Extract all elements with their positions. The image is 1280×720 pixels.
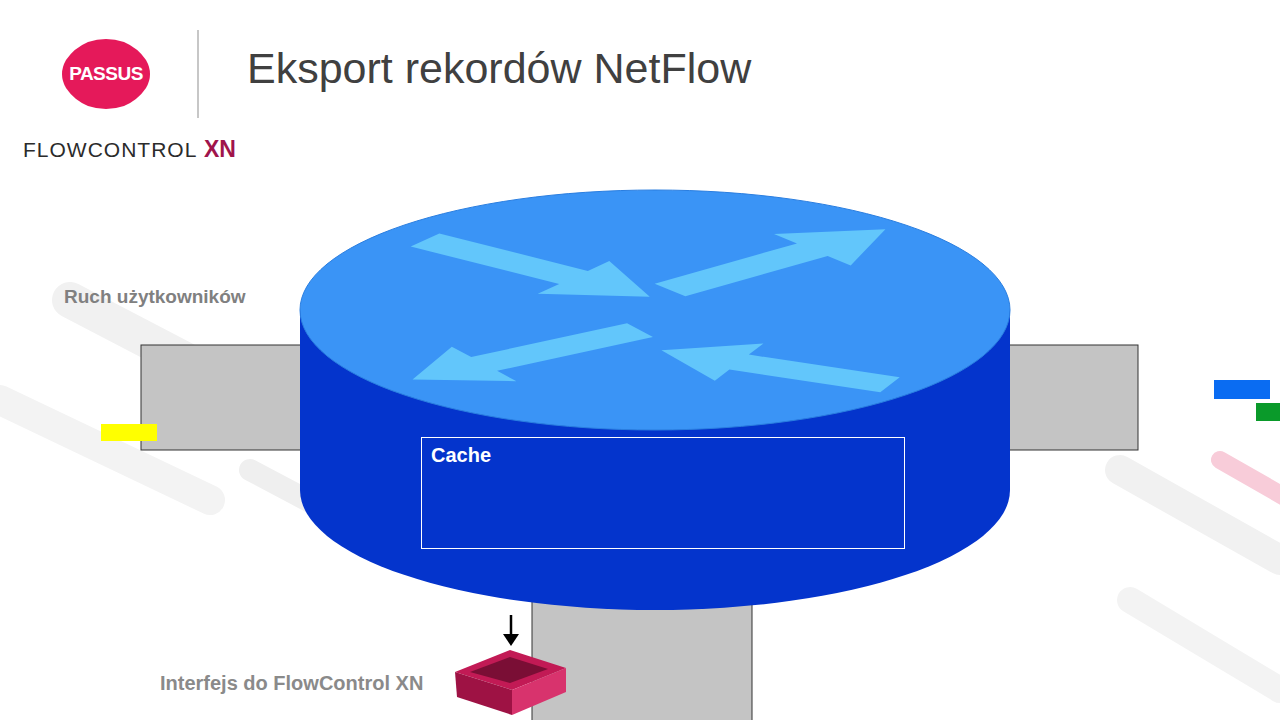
interface-label: Interfejs do FlowControl XN [160, 672, 423, 695]
router-top [300, 190, 1010, 430]
router-arrows [380, 213, 924, 403]
box-label: Cache [431, 444, 895, 467]
cache-box: Cache [421, 437, 905, 549]
packet [101, 424, 157, 441]
packet [1256, 403, 1280, 421]
logo-badge: PASSUS [58, 38, 154, 110]
slide-title: Eksport rekordów NetFlow [247, 44, 751, 93]
left-pipe [141, 345, 311, 450]
appliance-icon [455, 650, 566, 715]
divider-line [197, 30, 199, 118]
brand-text: FLOWCONTROL [23, 138, 197, 162]
traffic-label: Ruch użytkowników [64, 286, 246, 308]
logo-outline [62, 39, 150, 109]
logo-text: PASSUS [69, 63, 143, 85]
brand-suffix: XN [204, 136, 236, 163]
packet [1214, 380, 1270, 399]
leader-arrow-head [503, 634, 519, 646]
right-pipe [1000, 345, 1138, 450]
